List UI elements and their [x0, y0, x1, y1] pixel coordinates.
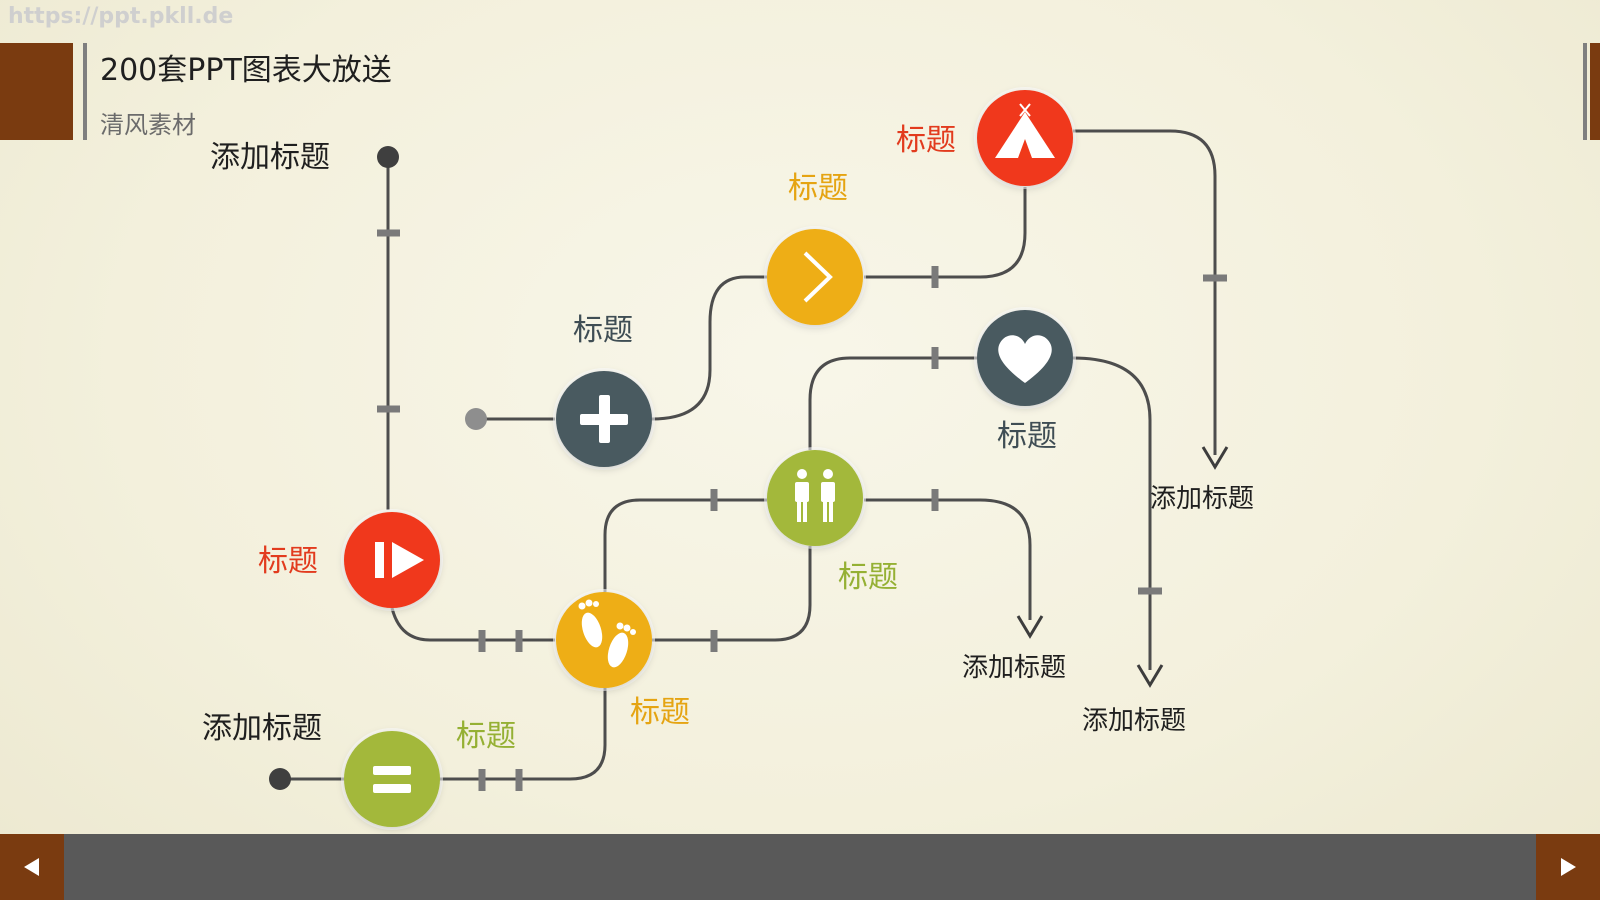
label-plus: 标题 [573, 313, 633, 348]
line-plus-to-chevron [477, 275, 767, 421]
line-people-to-arrow [864, 498, 1032, 620]
node-plus[interactable] [553, 368, 655, 470]
endpoint-label-top-start: 添加标题 [210, 140, 330, 175]
label-tent: 标题 [896, 123, 956, 158]
label-footprints: 标题 [630, 695, 690, 730]
plus-icon [580, 395, 628, 443]
slide-title: 200套PPT图表大放送 [100, 53, 392, 88]
label-people: 标题 [838, 560, 898, 595]
label-chevron: 标题 [788, 171, 848, 206]
line-footprints-to-people-upper [603, 498, 767, 592]
node-play[interactable] [341, 509, 443, 611]
footprints-icon [578, 599, 636, 668]
brand-divider-left [83, 43, 87, 140]
node-heart[interactable] [974, 307, 1076, 409]
line-tent-to-arrow [1073, 129, 1217, 455]
brand-divider-right [1583, 43, 1587, 140]
line-play-to-footprints [390, 607, 555, 642]
arrowhead-people [1016, 615, 1044, 639]
line-equals-to-footprints [280, 688, 607, 781]
label-play: 标题 [258, 544, 318, 579]
slide-subtitle: 清风素材 [100, 111, 196, 139]
node-people[interactable] [764, 447, 866, 549]
watermark-url: https://ppt.pkll.de [8, 4, 234, 29]
play-icon [375, 542, 424, 578]
start-dot-plus [465, 408, 487, 430]
arrowhead-heart [1136, 664, 1164, 688]
line-people-to-heart [808, 356, 977, 450]
arrowheads [1016, 446, 1229, 688]
people-icon [795, 469, 835, 522]
node-footprints[interactable] [553, 589, 655, 691]
brand-block-left [0, 43, 73, 140]
connector-ticks [377, 229, 1227, 791]
triangle-right-icon [1561, 858, 1576, 876]
bottom-navigation-bar [0, 834, 1600, 900]
line-chevron-to-tent [864, 187, 1027, 279]
label-equals: 标题 [456, 719, 516, 754]
next-slide-button[interactable] [1536, 834, 1600, 900]
endpoint-label-arrow-people: 添加标题 [962, 653, 1066, 683]
endpoint-label-arrow-tent: 添加标题 [1150, 484, 1254, 514]
node-equals[interactable] [341, 728, 443, 830]
node-chevron[interactable] [764, 226, 866, 328]
previous-slide-button[interactable] [0, 834, 64, 900]
heart-icon [998, 335, 1052, 383]
arrowhead-tent [1201, 446, 1229, 470]
line-footprints-to-people-lower [652, 546, 812, 642]
label-heart: 标题 [997, 419, 1057, 454]
brand-block-right [1590, 43, 1600, 140]
triangle-left-icon [24, 858, 39, 876]
node-tent[interactable] [974, 87, 1076, 189]
equals-icon [373, 766, 411, 793]
chevron-right-icon [803, 251, 833, 303]
tent-icon [995, 103, 1055, 158]
endpoint-label-bottom-start: 添加标题 [202, 711, 322, 746]
connector-lines [280, 129, 1217, 781]
endpoint-label-arrow-heart: 添加标题 [1082, 706, 1186, 736]
start-dot-bottom [269, 768, 291, 790]
start-dot-top [377, 146, 399, 168]
line-heart-to-arrow [1072, 356, 1152, 670]
